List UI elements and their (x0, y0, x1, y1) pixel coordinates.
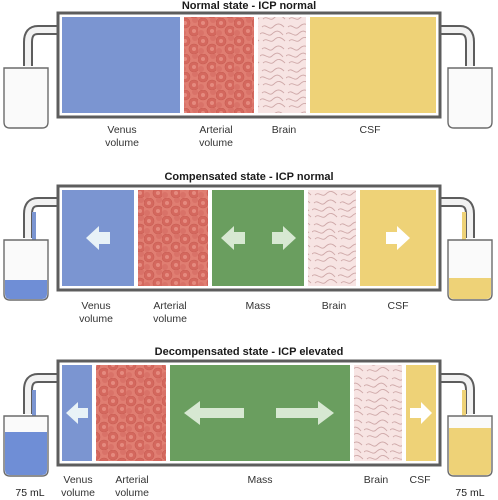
mass-left-arrow (221, 226, 245, 250)
right-beaker-fluid (449, 278, 491, 299)
panel-decompensated: Decompensated state - ICP elevated 75 mL… (3, 346, 493, 499)
right-beaker-fluid (449, 428, 491, 475)
mass-label: Mass (245, 300, 270, 312)
csf-label: CSF (410, 474, 431, 486)
mass-left-arrow (184, 401, 244, 425)
panel-title: Normal state - ICP normal (182, 0, 316, 12)
csf-compartment (310, 17, 436, 113)
venous-left-arrow (66, 402, 88, 424)
arterial-compartment (96, 365, 166, 461)
csf-right-arrow (386, 226, 410, 250)
venous-left-arrow (86, 226, 110, 250)
brain-compartment (258, 17, 306, 113)
brain-label: Brain (272, 124, 297, 136)
brain-compartment (354, 365, 402, 461)
mass-label: Mass (247, 474, 272, 486)
right-beaker-volume: 75 mL (455, 487, 484, 499)
mass-right-arrow (272, 226, 296, 250)
brain-compartment (308, 190, 356, 286)
arterial-compartment (184, 17, 254, 113)
mass-right-arrow (276, 401, 334, 425)
panel-title: Decompensated state - ICP elevated (155, 346, 344, 358)
left-beaker-fluid (5, 280, 47, 299)
csf-label: CSF (360, 124, 381, 136)
right-beaker (447, 67, 493, 129)
csf-right-arrow (410, 402, 432, 424)
panel-title: Compensated state - ICP normal (164, 171, 333, 183)
csf-label: CSF (388, 300, 409, 312)
arterial-compartment (138, 190, 208, 286)
venous-compartment (62, 17, 180, 113)
brain-label: Brain (364, 474, 389, 486)
left-beaker-fluid (5, 432, 47, 475)
left-beaker-volume: 75 mL (15, 487, 44, 499)
left-beaker (3, 67, 49, 129)
brain-label: Brain (322, 300, 347, 312)
